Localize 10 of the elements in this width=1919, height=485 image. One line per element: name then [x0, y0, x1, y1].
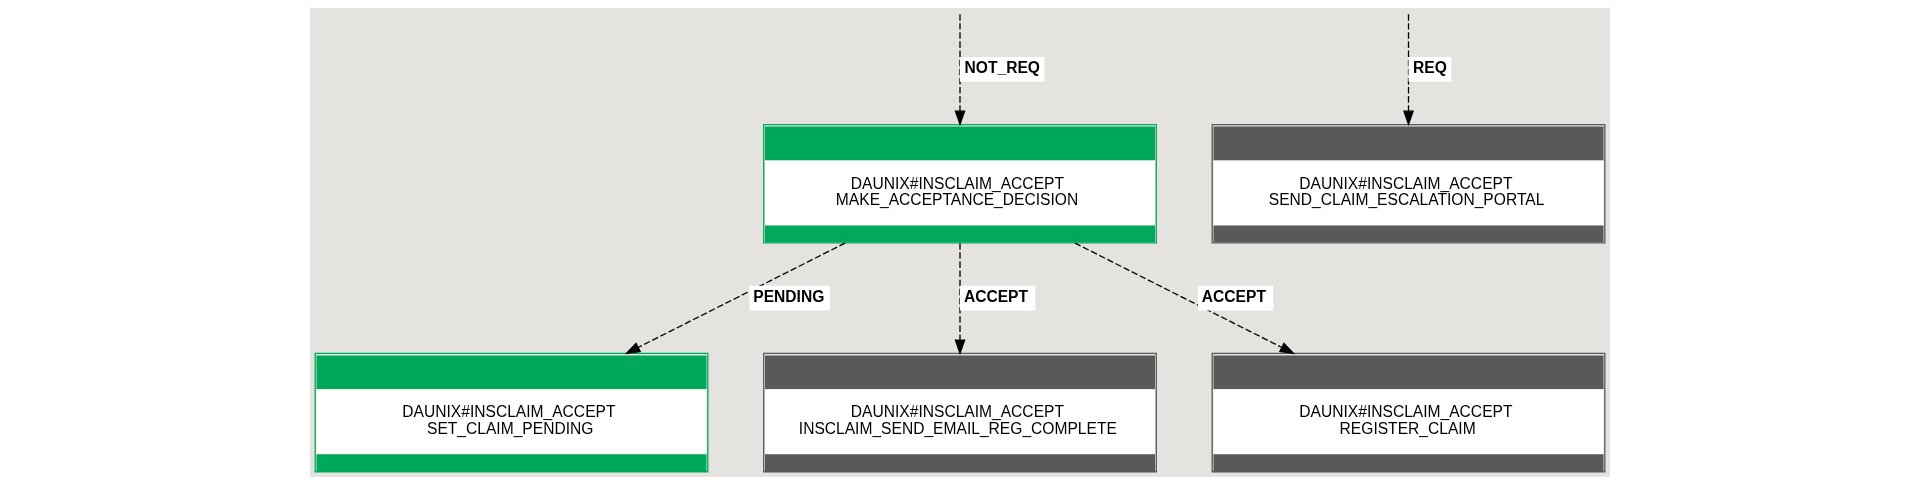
edge-label: NOT_REQ [964, 58, 1040, 76]
edge-label: REQ [1412, 58, 1447, 76]
arrow [954, 13, 965, 127]
edge-label: PENDING [752, 287, 824, 305]
arrow [1073, 242, 1295, 355]
arrow [1402, 13, 1414, 127]
edge-label: ACCEPT [963, 287, 1028, 305]
arrow [624, 242, 846, 355]
arrow [954, 242, 965, 356]
edge-label: ACCEPT [1201, 287, 1266, 305]
